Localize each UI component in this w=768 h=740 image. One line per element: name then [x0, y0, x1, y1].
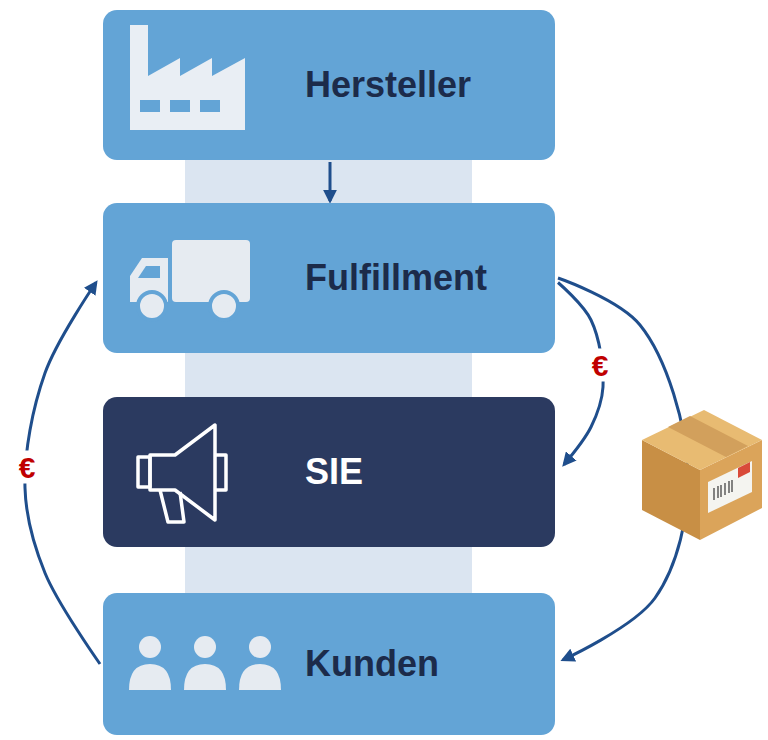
highlight-box: SIE	[103, 397, 555, 547]
box-label: Fulfillment	[305, 256, 487, 299]
truck-icon	[130, 240, 250, 320]
flow-arrow	[329, 162, 332, 201]
package-illustration	[642, 410, 762, 540]
box-label: SIE	[305, 450, 363, 493]
factory-icon	[130, 25, 245, 130]
flow-arrow	[558, 278, 688, 660]
process-box: Kunden	[103, 593, 555, 735]
box-label: Hersteller	[305, 63, 471, 106]
process-box: Hersteller	[103, 10, 555, 160]
process-box: Fulfillment	[103, 203, 555, 353]
people-icon	[129, 636, 281, 690]
box-label: Kunden	[305, 642, 439, 685]
currency-label: €	[16, 451, 39, 484]
megaphone-icon	[138, 425, 226, 522]
currency-label: €	[589, 349, 612, 382]
